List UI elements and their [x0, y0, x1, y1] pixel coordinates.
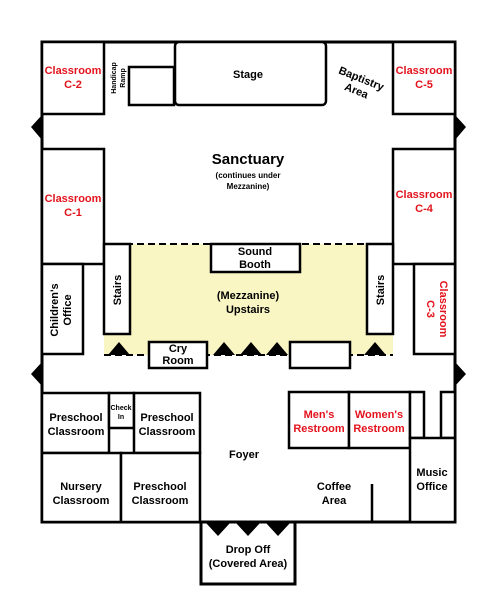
sanctuary-label: Sanctuary: [212, 151, 285, 168]
door-marker: [206, 523, 230, 536]
childrens-office-label: Children'sOffice: [49, 283, 74, 336]
preschool-classroom-middle[interactable]: [132, 391, 202, 455]
stairs-right[interactable]: [365, 242, 395, 336]
closet-right: [439, 390, 457, 440]
stairs-right-label: Stairs: [375, 275, 387, 306]
door-marker: [31, 362, 42, 386]
nursery-classroom[interactable]: [40, 451, 123, 524]
classroom-c3[interactable]: [412, 262, 457, 356]
closet-left: [408, 390, 426, 440]
door-marker: [31, 115, 42, 140]
door-marker: [213, 342, 235, 355]
preschool-classroom-left[interactable]: [40, 391, 111, 455]
classroom-c2[interactable]: [40, 40, 106, 116]
drop-off-label: Drop Off(Covered Area): [209, 544, 288, 570]
sound-booth[interactable]: [209, 242, 302, 274]
door-marker: [266, 342, 288, 355]
classroom-c3-label: ClassroomC-3: [424, 281, 449, 338]
mens-restroom[interactable]: [287, 390, 351, 450]
stage-label: Stage: [233, 69, 263, 81]
womens-restroom[interactable]: [347, 390, 412, 450]
foyer-label: Foyer: [229, 449, 260, 461]
stairs-left[interactable]: [102, 242, 132, 336]
door-marker: [364, 342, 386, 355]
mezzanine-label: (Mezzanine)Upstairs: [217, 290, 280, 316]
door-marker: [240, 342, 262, 355]
childrens-office[interactable]: [40, 262, 85, 356]
mezzanine-room: [288, 340, 352, 370]
door-marker: [108, 342, 130, 355]
door-marker: [236, 523, 260, 536]
preschool-classroom-bottom[interactable]: [119, 451, 202, 524]
music-office[interactable]: [408, 436, 457, 524]
door-marker: [455, 115, 466, 140]
stage[interactable]: [173, 40, 328, 107]
door-marker: [266, 523, 290, 536]
door-marker: [455, 362, 466, 386]
check-in[interactable]: [107, 391, 136, 430]
classroom-c5[interactable]: [391, 40, 457, 116]
handicap-ramp-box: [127, 65, 176, 107]
stairs-left-label: Stairs: [112, 275, 124, 306]
cry-room[interactable]: [147, 340, 209, 370]
